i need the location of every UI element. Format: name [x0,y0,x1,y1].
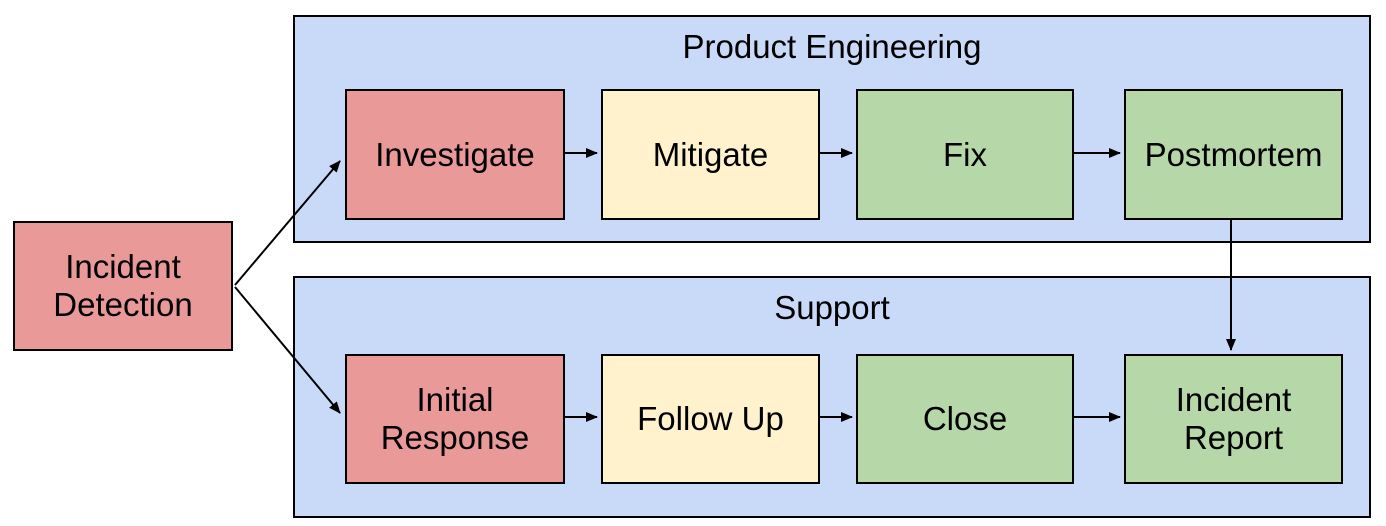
node-follow-up: Follow Up [601,354,820,484]
node-initial-response: Initial Response [345,354,565,484]
lane-support-title: Support [774,289,890,326]
node-mitigate-label: Mitigate [652,135,769,173]
node-incident-detection: Incident Detection [13,221,233,351]
node-fix: Fix [856,89,1074,220]
node-close-label: Close [922,400,1008,437]
node-incident-detection-label: Incident Detection [53,248,193,323]
node-incident-report-label: Incident Report [1175,381,1292,456]
lane-support: Support Initial Response Follow Up Close… [293,276,1371,518]
lane-product-engineering: Product Engineering Investigate Mitigate… [293,15,1371,243]
node-follow-up-label: Follow Up [637,400,784,437]
node-initial-response-label: Initial Response [380,381,530,456]
node-investigate: Investigate [345,89,565,220]
node-incident-report: Incident Report [1124,354,1343,484]
node-postmortem-label: Postmortem [1144,135,1323,173]
node-fix-label: Fix [943,135,987,173]
node-postmortem: Postmortem [1124,89,1343,220]
node-investigate-label: Investigate [375,135,535,173]
node-close: Close [856,354,1074,484]
node-mitigate: Mitigate [601,89,820,220]
lane-product-engineering-title: Product Engineering [682,28,982,65]
